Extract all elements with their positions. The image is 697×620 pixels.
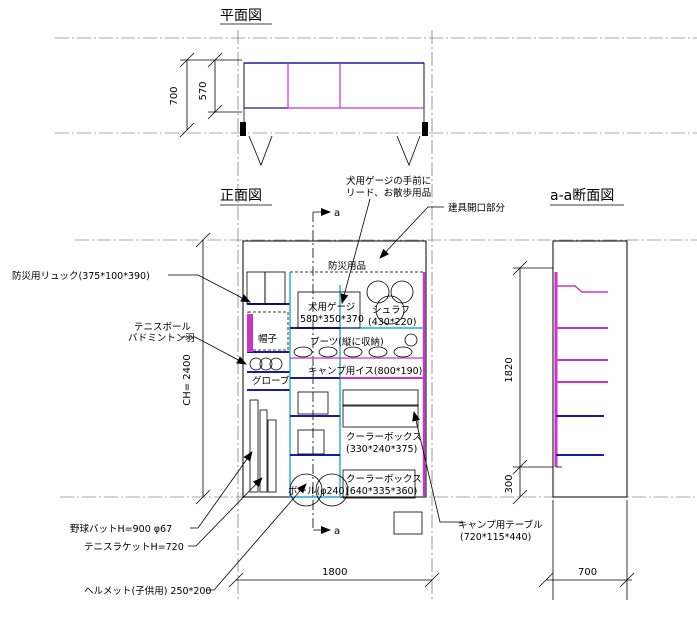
plan-dim-570: 570	[198, 81, 209, 100]
callout-door-opening: 建具開口部分	[448, 202, 506, 214]
middle-frame	[289, 272, 424, 498]
section-dimensions	[512, 260, 635, 600]
dim-front-width: 1800	[322, 567, 347, 578]
dim-section-base: 300	[504, 474, 515, 493]
callout-camp-table-line1: キャンプ用テーブル	[458, 519, 543, 531]
front-title: 正面図	[220, 188, 262, 204]
dim-ceiling-height: CH= 2400	[182, 354, 193, 406]
section-mark-bottom: a	[334, 526, 340, 537]
left-column	[246, 271, 290, 493]
label-cooler1-size: (330*240*375)	[346, 444, 417, 455]
label-ball: ボール(φ240)	[288, 486, 348, 497]
callout-backpack: 防災用リュック(375*100*390)	[12, 270, 150, 282]
label-hat: 帽子	[258, 333, 278, 345]
callout-racket-leader	[188, 477, 263, 547]
plan-cabinet	[240, 62, 428, 167]
label-cooler2-size: (640*335*360)	[346, 486, 417, 497]
front-dimensions	[195, 232, 440, 588]
callout-camp-table-line2: (720*115*440)	[460, 532, 531, 543]
callout-bat-leader	[190, 451, 253, 529]
callout-tennis-ball-line2: バドミントン羽	[128, 333, 195, 344]
callout-door-leader	[379, 206, 444, 259]
callout-leash-line2: リード、お散歩用品	[346, 187, 431, 199]
callout-racket: テニスラケットH=720	[84, 542, 184, 553]
label-sleeping-bag: シュラフ	[372, 305, 410, 316]
callout-helmet-leader	[206, 483, 307, 591]
callout-backpack-leader	[168, 274, 251, 303]
callout-tennis-ball-leader	[180, 336, 247, 365]
callout-camp-table-leader	[412, 411, 462, 523]
section-mark-top: a	[334, 208, 340, 219]
section-cut-line	[312, 208, 331, 534]
label-sleeping-bag-size: (430*220)	[368, 317, 416, 328]
label-camp-chair: キャンプ用イス(800*190)	[308, 366, 422, 377]
label-cooler2: クーラーボックス	[346, 474, 422, 485]
label-dog-cage-size: 580*350*370	[300, 314, 364, 325]
label-dog-cage: 犬用ゲージ	[308, 301, 355, 313]
section-cabinet	[552, 240, 628, 498]
callout-tennis-ball-line1: テニスボール	[134, 322, 192, 333]
dim-section-width: 700	[578, 567, 597, 578]
dim-section-height: 1820	[504, 357, 515, 382]
section-title: a-a断面図	[550, 188, 614, 204]
label-cooler1: クーラーボックス	[346, 432, 422, 443]
plan-dimensions	[179, 52, 242, 138]
callout-leash-line1: 犬用ゲージの手前に	[346, 175, 431, 187]
stored-items	[289, 280, 423, 535]
label-boots: ブーツ(縦に収納)	[310, 336, 384, 348]
plan-title: 平面図	[220, 8, 262, 24]
label-disaster-goods: 防災用品	[328, 260, 366, 272]
callout-bat: 野球バットH=900 φ67	[70, 523, 172, 535]
callout-helmet: ヘルメット(子供用) 250*200	[84, 585, 211, 597]
label-glove: グローブ	[252, 375, 290, 387]
callout-leash-leader	[340, 198, 371, 304]
plan-dim-700: 700	[169, 86, 180, 105]
